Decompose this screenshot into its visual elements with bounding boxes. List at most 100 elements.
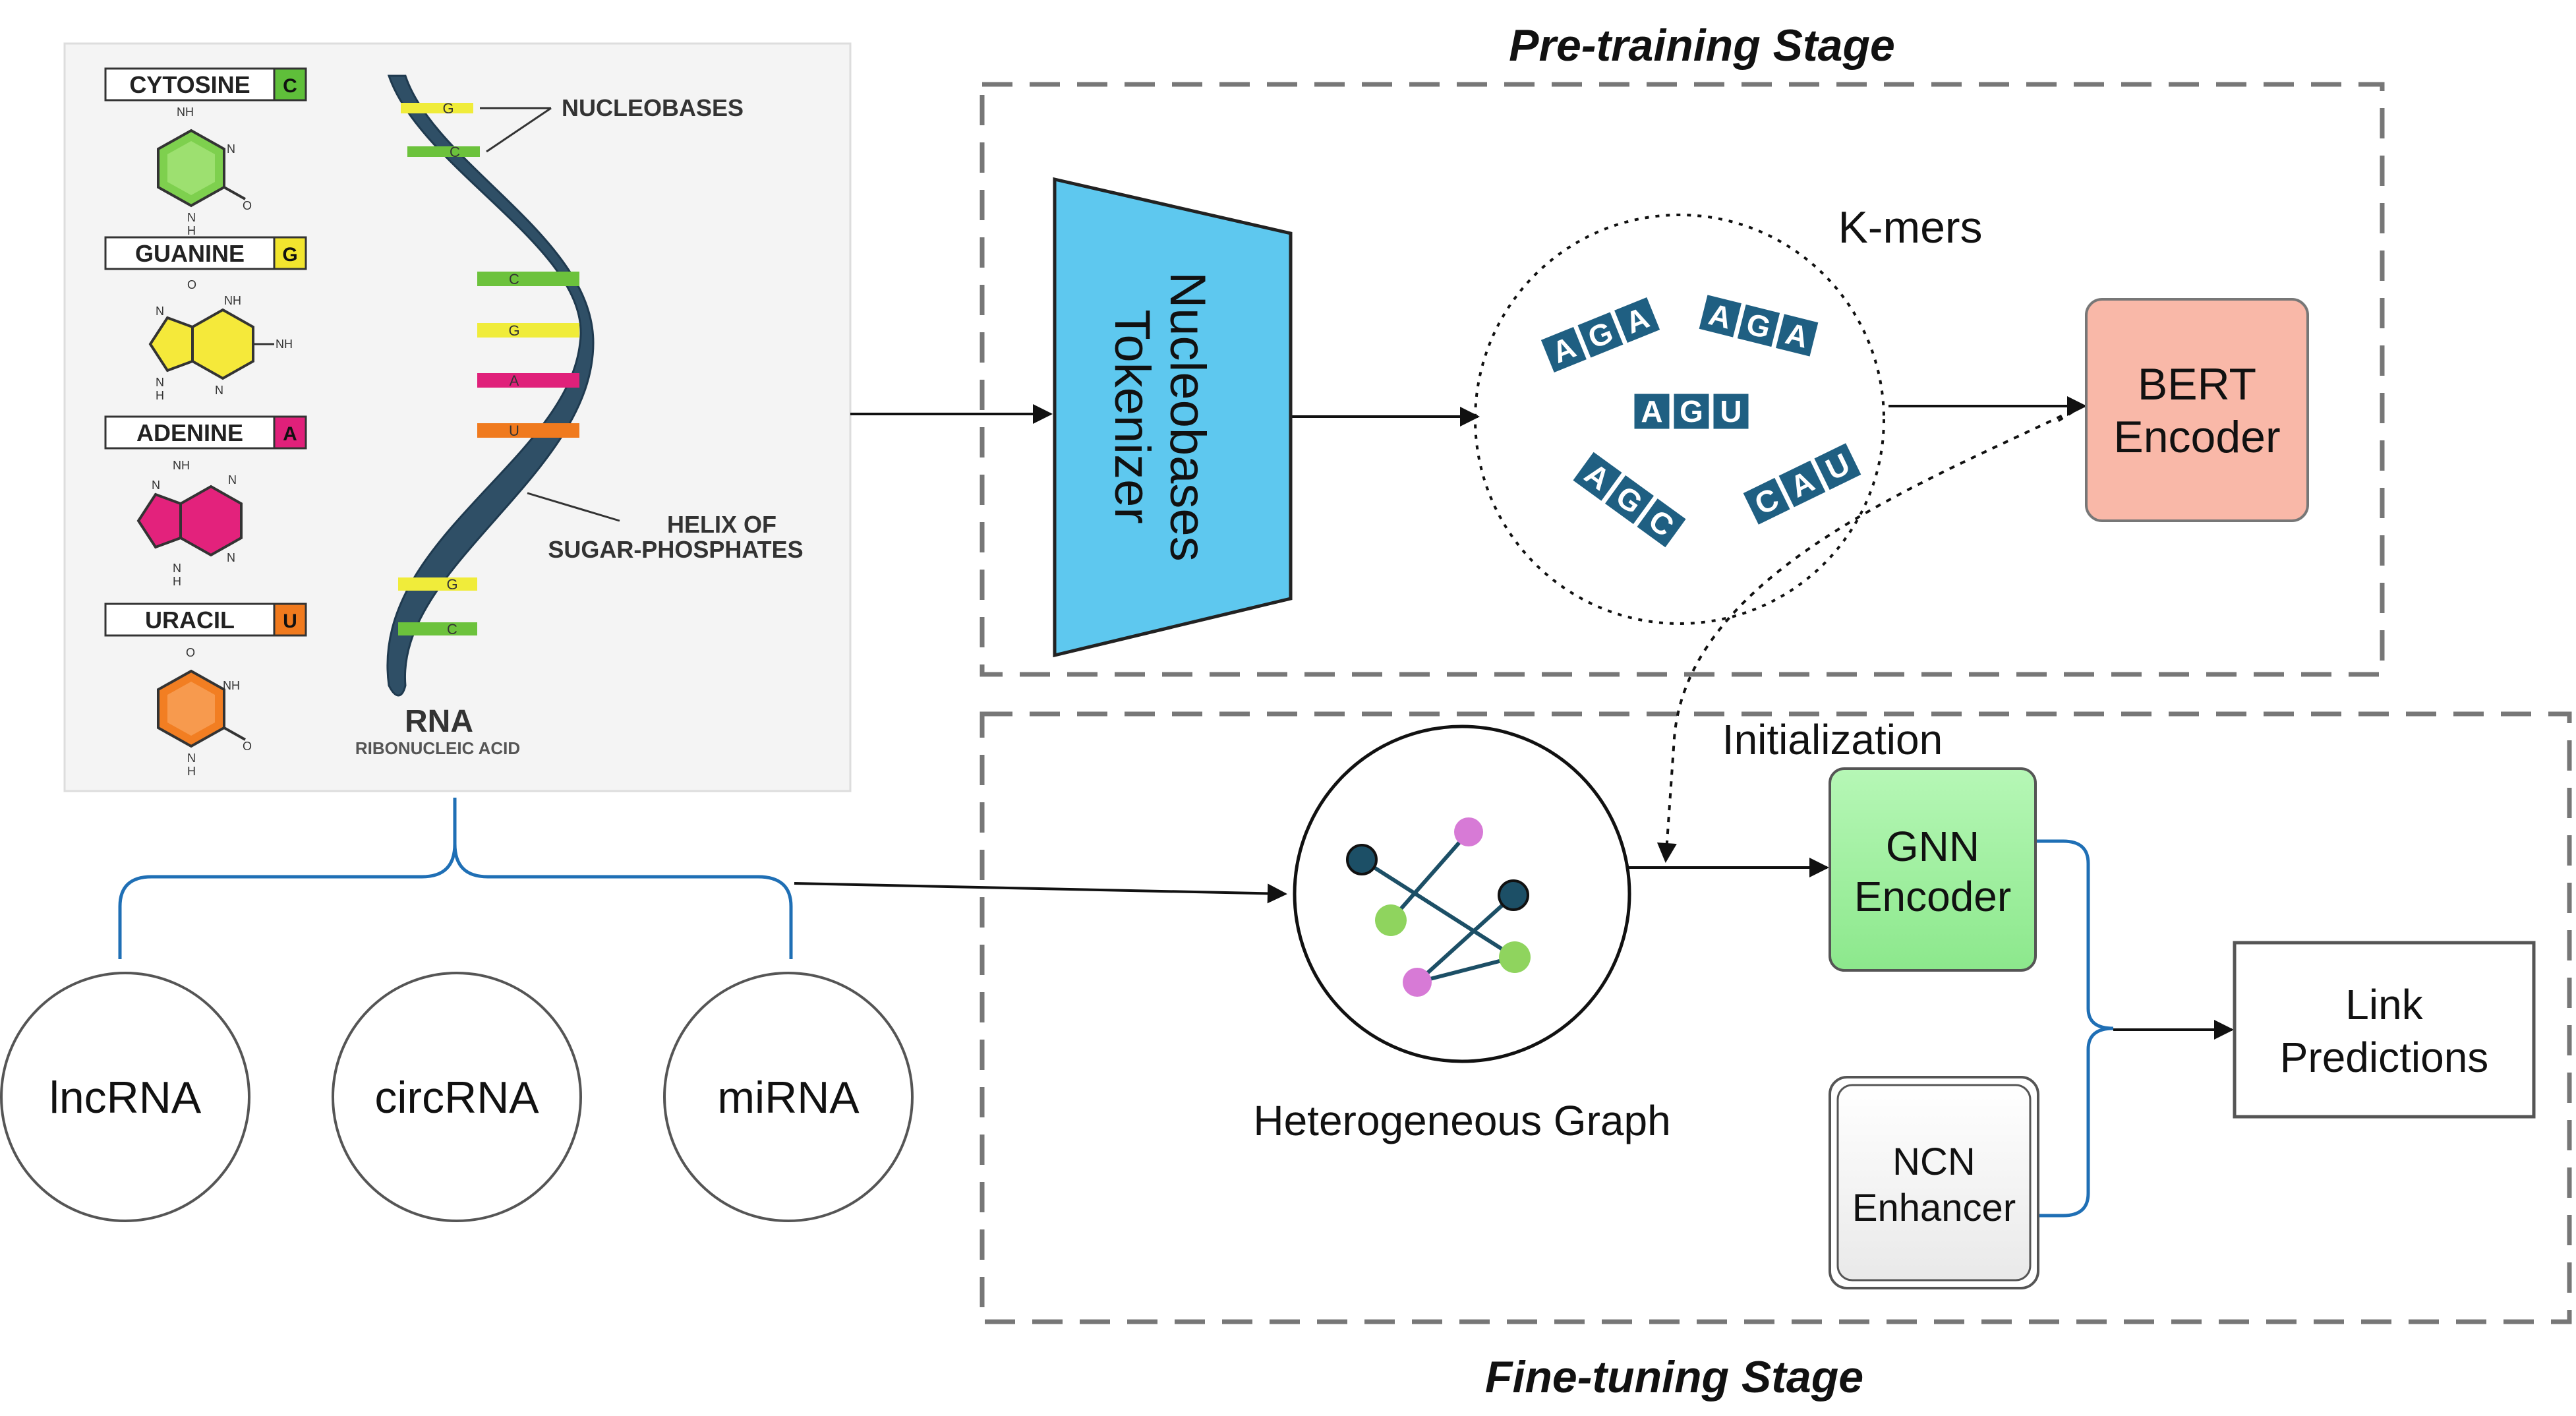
svg-text:C: C	[509, 271, 519, 287]
link-label-line2: Predictions	[2280, 1034, 2489, 1081]
svg-text:NH: NH	[276, 338, 293, 351]
rna-type-label: miRNA	[717, 1073, 860, 1123]
rna-title: RNA	[405, 704, 473, 739]
svg-text:N: N	[227, 142, 235, 156]
rna-type-label: lncRNA	[49, 1073, 202, 1123]
svg-text:G: G	[446, 576, 457, 593]
ncn-label-line2: Enhancer	[1852, 1187, 2016, 1229]
base-letter-cytosine: C	[283, 75, 297, 97]
kmer-letter: A	[1641, 394, 1662, 428]
rna-type-lncrna: lncRNA	[0, 972, 250, 1222]
arrow-bert-dotted-start	[2055, 404, 2084, 423]
pretraining-stage-title: Pre-training Stage	[1509, 20, 1895, 71]
svg-text:C: C	[450, 144, 460, 160]
kmer-letter: G	[1680, 394, 1703, 428]
svg-text:N: N	[156, 305, 164, 318]
adenine-molecule-icon: NH N N N N H	[136, 459, 243, 588]
rna-rungs: G C C G A U G C	[398, 100, 579, 637]
rung	[401, 103, 473, 113]
ncn-enhancer-block: NCN Enhancer	[1829, 1076, 2039, 1289]
rna-type-mirna: miRNA	[663, 972, 914, 1222]
base-swatch-guanine	[273, 236, 307, 270]
base-letter-adenine: A	[283, 423, 297, 445]
rna-subtitle: RIBONUCLEIC ACID	[355, 738, 520, 758]
base-name-guanine: GUANINE	[135, 240, 245, 267]
nucleobases-tokenizer-block: Nucleobases Tokenizer	[1053, 177, 1293, 658]
svg-text:HELIX OF: HELIX OF	[667, 511, 776, 538]
finetuning-stage-title: Fine-tuning Stage	[1485, 1352, 1863, 1402]
base-label-adenine: ADENINE A	[104, 415, 307, 450]
cytosine-molecule-icon: NH N O N H	[157, 105, 252, 237]
svg-text:G: G	[442, 100, 454, 117]
arrow-rnatypes-to-graph	[794, 882, 1287, 904]
rung	[477, 423, 579, 438]
arrow-bert-to-graph-initialization	[1656, 404, 2084, 863]
helix-annotation: HELIX OF SUGAR-PHOSPHATES	[527, 492, 804, 563]
rna-type-label: circRNA	[374, 1073, 539, 1123]
svg-text:NH: NH	[177, 105, 194, 119]
guanine-molecule-icon: O NH NH N N N H	[148, 278, 293, 402]
gnn-label-line2: Encoder	[1854, 873, 2011, 920]
tokenizer-label-line1: Nucleobases	[1159, 272, 1215, 561]
svg-text:G: G	[508, 322, 519, 339]
rna-type-bracket	[118, 798, 793, 959]
rung	[407, 146, 480, 157]
kmer-letter: G	[1610, 479, 1649, 520]
rung	[477, 272, 579, 286]
rna-type-circrna: circRNA	[332, 972, 582, 1222]
svg-text:C: C	[447, 621, 457, 637]
base-letter-uracil: U	[283, 610, 297, 632]
base-label-uracil: URACIL U	[104, 603, 307, 637]
svg-text:O: O	[243, 740, 252, 753]
base-swatch-cytosine	[273, 67, 307, 102]
graph-node	[1498, 879, 1529, 911]
base-label-guanine: GUANINE G	[104, 236, 307, 270]
gnn-label-line1: GNN	[1886, 823, 1979, 870]
graph-node	[1346, 844, 1378, 875]
bert-label-line1: BERT	[2138, 359, 2256, 409]
rung	[398, 577, 477, 591]
base-name-adenine: ADENINE	[136, 419, 243, 446]
rung	[398, 622, 477, 635]
ncn-label-line1: NCN	[1892, 1140, 1976, 1183]
svg-text:H: H	[187, 765, 196, 778]
rung	[477, 373, 579, 388]
uracil-molecule-icon: O NH O N H	[157, 646, 252, 778]
initialization-label: Initialization	[1722, 716, 1943, 763]
svg-text:H: H	[156, 389, 164, 402]
link-predictions-block: Link Predictions	[2233, 941, 2536, 1119]
svg-text:O: O	[187, 278, 196, 291]
tokenizer-label-line2: Tokenizer	[1104, 309, 1160, 523]
kmers-label: K-mers	[1838, 202, 1982, 252]
svg-text:N: N	[227, 551, 235, 564]
svg-text:O: O	[186, 646, 195, 659]
finetuning-frame	[980, 711, 2572, 1324]
graph-node	[1499, 941, 1531, 973]
base-label-cytosine: CYTOSINE C	[104, 67, 307, 102]
heterogeneous-graph-label: Heterogeneous Graph	[1253, 1097, 1670, 1144]
base-swatch-uracil	[273, 603, 307, 637]
svg-text:U: U	[509, 423, 519, 439]
gnn-encoder-block: GNN Encoder	[1829, 767, 2037, 972]
kmer-letter: U	[1720, 394, 1742, 428]
svg-text:N: N	[173, 562, 181, 575]
svg-text:N: N	[187, 211, 196, 224]
svg-text:A: A	[510, 372, 519, 389]
svg-text:N: N	[228, 473, 237, 487]
svg-text:N: N	[156, 376, 164, 389]
base-letter-guanine: G	[282, 244, 297, 266]
svg-text:N: N	[215, 384, 223, 397]
kmer-tile: AGC	[1570, 449, 1689, 550]
base-swatch-adenine	[273, 415, 307, 450]
svg-text:N: N	[187, 752, 196, 765]
svg-text:NH: NH	[173, 459, 190, 472]
rung	[477, 323, 579, 338]
svg-text:N: N	[152, 479, 160, 492]
graph-node	[1403, 968, 1432, 997]
svg-text:NUCLEOBASES: NUCLEOBASES	[562, 94, 744, 121]
